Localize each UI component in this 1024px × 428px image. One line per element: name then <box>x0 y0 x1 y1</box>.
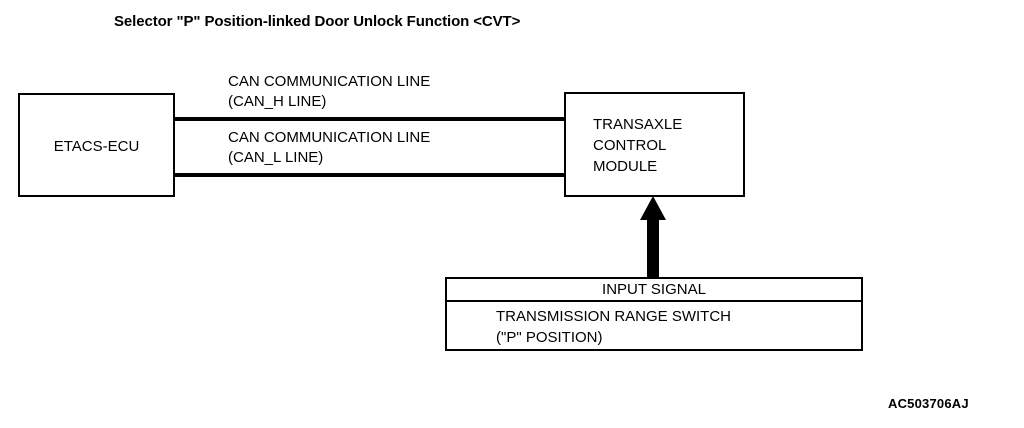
can-l-bus-line <box>175 173 566 177</box>
transaxle-label-line2: CONTROL <box>593 137 667 154</box>
node-etacs-ecu: ETACS-ECU <box>18 93 175 197</box>
can-h-bus-line <box>175 117 566 121</box>
node-transaxle-control-module: TRANSAXLE CONTROL MODULE <box>564 92 745 197</box>
switch-label-line2: ("P" POSITION) <box>496 329 603 346</box>
can-h-line-label-line1: CAN COMMUNICATION LINE <box>228 73 431 90</box>
transaxle-label-line1: TRANSAXLE <box>593 116 683 133</box>
can-l-line-label-line1: CAN COMMUNICATION LINE <box>228 129 431 146</box>
can-h-line-label: CAN COMMUNICATION LINE (CAN_H LINE) <box>228 72 430 112</box>
transaxle-label-line3: MODULE <box>593 158 658 175</box>
page-title: Selector "P" Position-linked Door Unlock… <box>114 13 521 30</box>
figure-code: AC503706AJ <box>888 396 969 411</box>
up-arrow-icon <box>640 196 666 278</box>
node-etacs-ecu-label: ETACS-ECU <box>53 138 140 155</box>
node-transmission-range-switch: INPUT SIGNAL TRANSMISSION RANGE SWITCH (… <box>445 277 863 351</box>
node-transaxle-control-module-label: TRANSAXLE CONTROL MODULE <box>593 114 682 177</box>
input-signal-header: INPUT SIGNAL <box>447 279 861 302</box>
can-h-line-label-line2: (CAN_H LINE) <box>228 93 327 110</box>
transmission-range-switch-label: TRANSMISSION RANGE SWITCH ("P" POSITION) <box>447 302 861 349</box>
input-signal-header-label: INPUT SIGNAL <box>602 281 706 298</box>
switch-label-line1: TRANSMISSION RANGE SWITCH <box>496 308 732 325</box>
can-l-line-label: CAN COMMUNICATION LINE (CAN_L LINE) <box>228 128 430 168</box>
can-l-line-label-line2: (CAN_L LINE) <box>228 149 324 166</box>
